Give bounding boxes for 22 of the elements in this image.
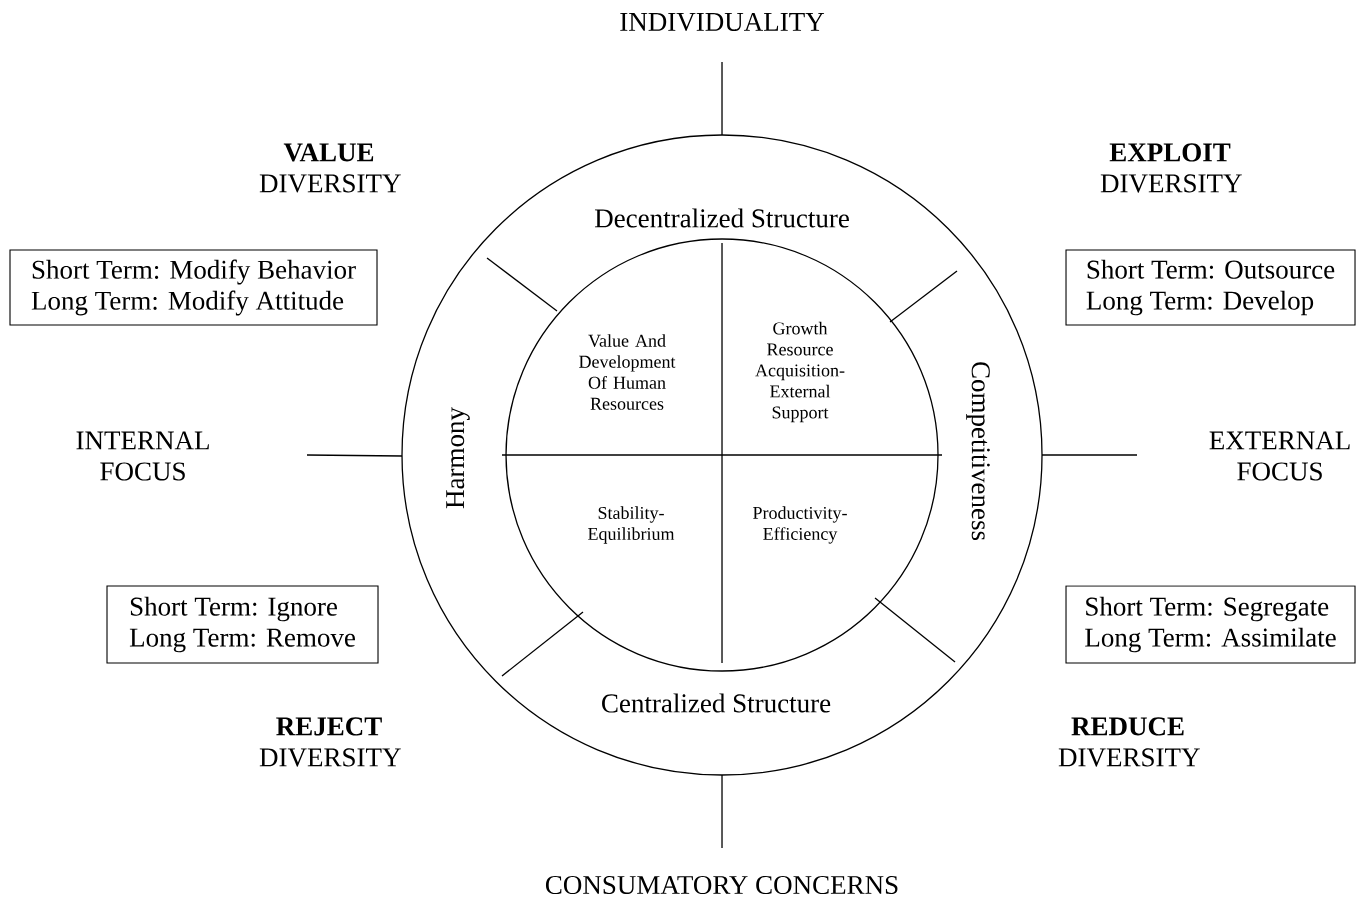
ring-label: Centralized Structure [602, 693, 831, 713]
axis-label: INTERNAL FOCUS [76, 431, 209, 481]
ring-label: Decentralized Structure [595, 208, 849, 228]
inner-circle [505, 238, 939, 672]
axis-label: REDUCE DIVERSITY [1058, 717, 1200, 767]
outer-circle [401, 134, 1043, 776]
strategy-box: Short Term: Segregate Long Term: Assimilate [1065, 585, 1356, 664]
axis-label: EXTERNAL FOCUS [1209, 431, 1350, 481]
strategy-box: Short Term: Modify Behavior Long Term: Modify Attitude [9, 249, 378, 326]
quadrant-label: Productivity- Efficiency [753, 506, 847, 544]
axis-label: REJECT DIVERSITY [259, 717, 401, 767]
quadrant-label: Growth Resource Acquisition- External Support [755, 321, 845, 423]
strategy-box: Short Term: Ignore Long Term: Remove [106, 585, 379, 664]
ring-label: Competitiveness [966, 362, 990, 541]
axis-label: INDIVIDUALITY [620, 12, 825, 32]
quadrant-label: Value And Development Of Human Resources [579, 334, 676, 410]
axis-label: CONSUMATORY CONCERNS [545, 875, 898, 895]
axis-label: VALUE DIVERSITY [259, 143, 401, 193]
strategy-box: Short Term: Outsource Long Term: Develop [1065, 249, 1356, 326]
ring-label: Harmony [446, 407, 470, 509]
axis-label: EXPLOIT DIVERSITY [1100, 143, 1242, 193]
quadrant-label: Stability- Equilibrium [588, 506, 675, 544]
